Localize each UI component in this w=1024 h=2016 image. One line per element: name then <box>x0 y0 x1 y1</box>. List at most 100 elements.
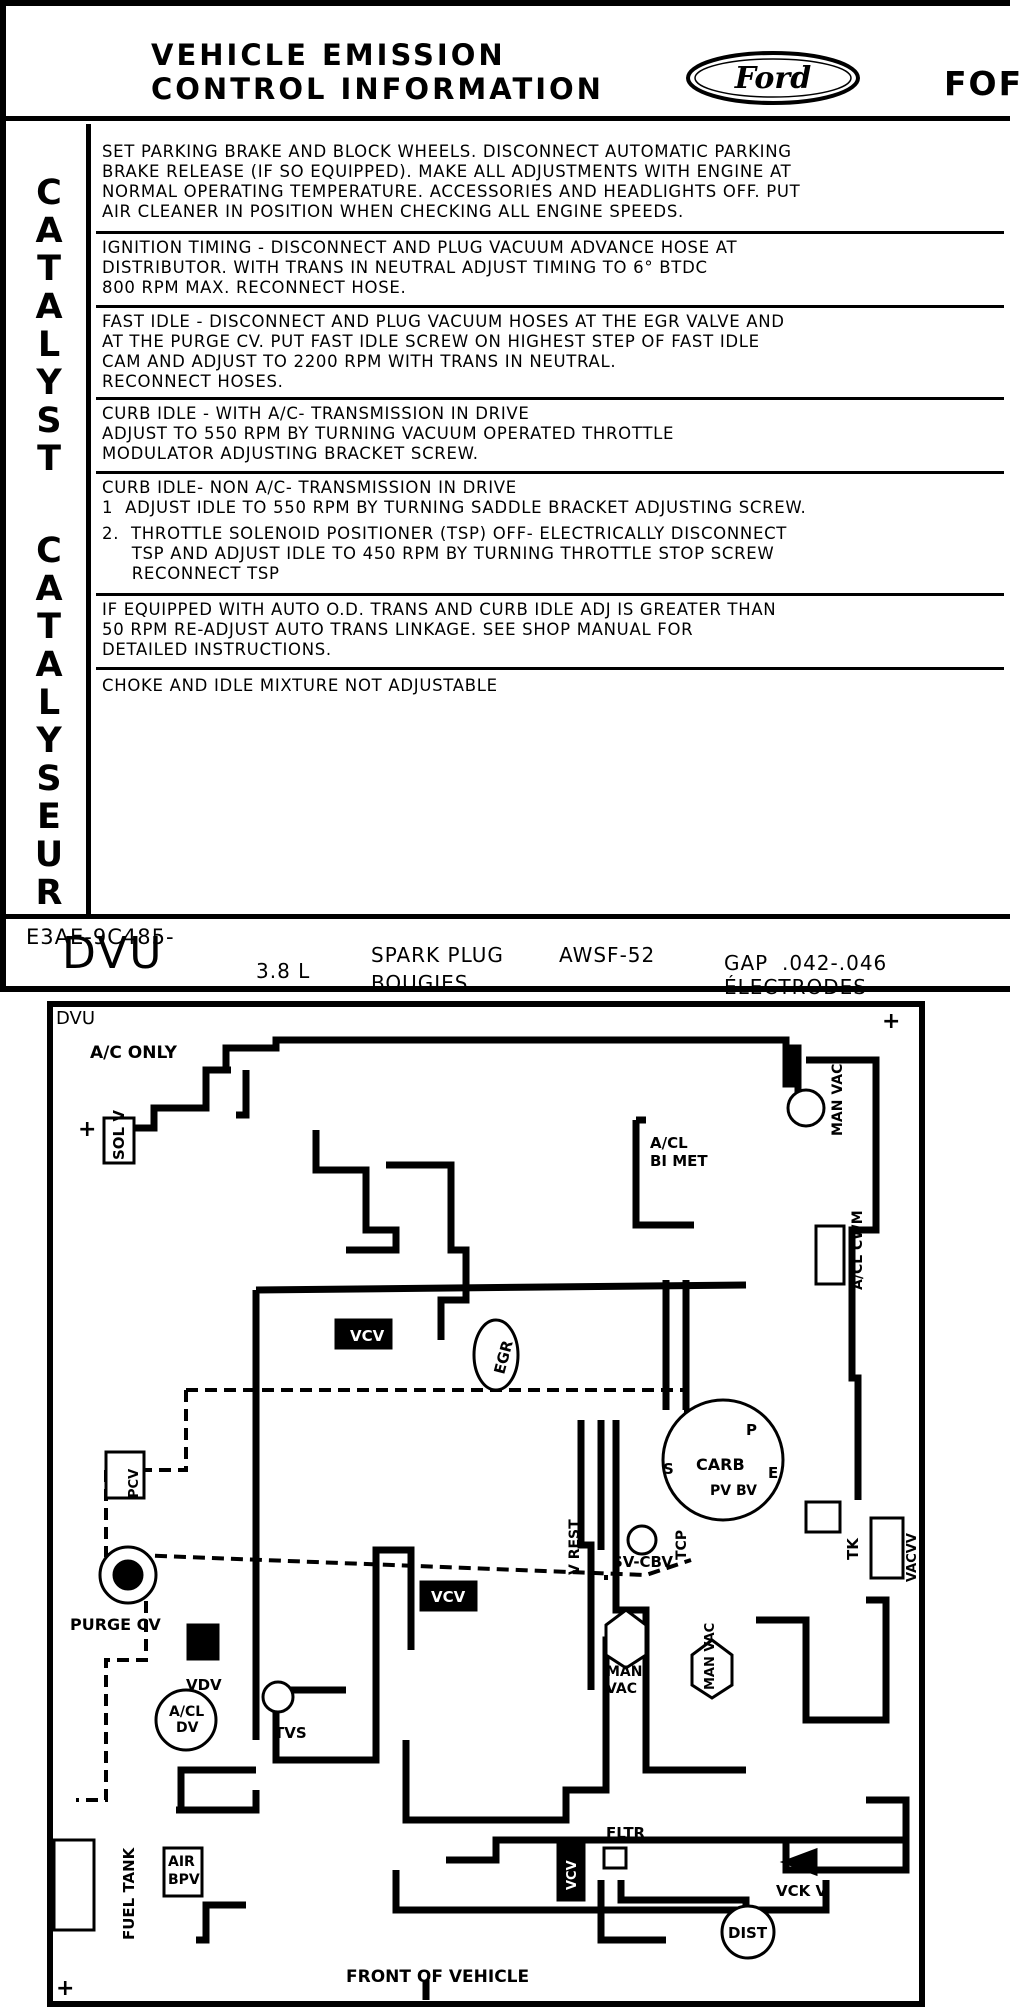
tcp-label: TCP <box>674 1530 690 1560</box>
title-line-2: CONTROL INFORMATION <box>151 72 604 106</box>
carb-bv-label: BV <box>736 1483 757 1499</box>
vcv-b-label: VCV <box>431 1588 466 1606</box>
side-letter: U <box>34 835 64 875</box>
pcv-valve <box>104 1450 146 1500</box>
decal-footer: E3AE-9C485- 3.8 L SPARK PLUG BOUGIES AWS… <box>6 914 1010 1003</box>
instruction-line: BRAKE RELEASE (IF SO EQUIPPED). MAKE ALL… <box>102 162 792 181</box>
instruction-line: TSP AND ADJUST IDLE TO 450 RPM BY TURNIN… <box>102 544 775 563</box>
carb-pv-label: PV <box>710 1483 731 1499</box>
decal-header: VEHICLE EMISSION CONTROL INFORMATION For… <box>6 6 1021 121</box>
side-letter: T <box>37 439 61 479</box>
vdv-label: VDV <box>186 1676 222 1694</box>
spark-plug-label-fr: BOUGIES <box>371 971 469 995</box>
acl-dv-valve <box>154 1688 218 1752</box>
components <box>52 1044 905 1960</box>
carb-p-label: P <box>746 1421 757 1439</box>
side-letter: A <box>35 287 63 327</box>
vckv-valve <box>779 1847 818 1877</box>
instruction-line: AT THE PURGE CV. PUT FAST IDLE SCREW ON … <box>102 332 760 351</box>
fltr-filter <box>602 1846 628 1870</box>
instruction-line: CURB IDLE - WITH A/C- TRANSMISSION IN DR… <box>102 404 530 423</box>
spark-plug-value: AWSF-52 <box>559 943 656 967</box>
man-vac-low-label-2: VAC <box>606 1681 637 1697</box>
acl-bimet-label-1: A/CL <box>650 1134 688 1152</box>
tvs-switch <box>261 1680 295 1714</box>
man-vac-mid-port <box>604 1608 648 1670</box>
instruction-curb-idle-non-ac: CURB IDLE- NON A/C- TRANSMISSION IN DRIV… <box>96 476 1004 596</box>
instruction-line: ADJUST TO 550 RPM BY TURNING VACUUM OPER… <box>102 424 675 443</box>
solv-label: SOL V <box>110 1110 128 1160</box>
diagram-labels: DVU A/C ONLY + + SOL V MAN VAC A/CL BI M… <box>56 1008 920 2001</box>
header-cut-text: FOF <box>944 64 1024 103</box>
instruction-line: AIR CLEANER IN POSITION WHEN CHECKING AL… <box>102 202 684 221</box>
vacuum-hose-diagram: DVU A/C ONLY + + SOL V MAN VAC A/CL BI M… <box>47 1001 925 2007</box>
vacuum-hoses <box>121 1036 910 2000</box>
instruction-line: DETAILED INSTRUCTIONS. <box>102 640 332 659</box>
side-letter: A <box>35 645 63 685</box>
diagram-border <box>47 1001 925 2007</box>
instruction-line: 2. THROTTLE SOLENOID POSITIONER (TSP) OF… <box>102 524 788 543</box>
instruction-line: CAM AND ADJUST TO 2200 RPM WITH TRANS IN… <box>102 352 617 371</box>
decal-title: VEHICLE EMISSION CONTROL INFORMATION <box>151 38 604 106</box>
ac-only-label: A/C ONLY <box>90 1043 178 1063</box>
acl-bimet-label-2: BI MET <box>650 1152 708 1170</box>
side-letter: Y <box>36 721 62 761</box>
instruction-fast-idle: FAST IDLE - DISCONNECT AND PLUG VACUUM H… <box>96 310 1004 400</box>
calibration-code: DVU <box>62 928 164 979</box>
purge-cv-core <box>112 1559 144 1591</box>
gap-value: .042-.046 <box>782 951 888 975</box>
plus-top-label: + <box>882 1009 900 1034</box>
side-letter: R <box>35 873 63 913</box>
instruction-line: MODULATOR ADJUSTING BRACKET SCREW. <box>102 444 479 463</box>
distributor <box>720 1904 776 1960</box>
acl-cwm-motor <box>814 1224 846 1286</box>
carburetor <box>661 1398 785 1522</box>
side-letter: C <box>36 531 62 571</box>
catalyst-side-label: C A T A L Y S T C A T A L Y S E U R <box>12 124 91 914</box>
instruction-auto-od: IF EQUIPPED WITH AUTO O.D. TRANS AND CUR… <box>96 598 1004 670</box>
side-letter: T <box>37 607 61 647</box>
instruction-ignition-timing: IGNITION TIMING - DISCONNECT AND PLUG VA… <box>96 236 1004 308</box>
fuel-tank-label: FUEL TANK <box>120 1846 138 1940</box>
egr-valve <box>472 1318 520 1392</box>
carb-label: CARB <box>696 1455 745 1474</box>
instruction-choke: CHOKE AND IDLE MIXTURE NOT ADJUSTABLE <box>96 674 1004 714</box>
vcv-c-label: VCV <box>565 1860 580 1890</box>
instruction-line: IGNITION TIMING - DISCONNECT AND PLUG VA… <box>102 238 738 257</box>
gap-label-fr: ÉLECTRODES <box>724 975 867 999</box>
instruction-line: 1 ADJUST IDLE TO 550 RPM BY TURNING SADD… <box>102 498 807 517</box>
vacvv-valve <box>869 1516 905 1580</box>
ford-logo: Ford <box>686 51 860 105</box>
air-bpv-valve <box>162 1846 204 1898</box>
v-rest-label: V REST <box>567 1519 583 1575</box>
side-letter: A <box>35 569 63 609</box>
side-letter: S <box>36 759 62 799</box>
emission-decal: VEHICLE EMISSION CONTROL INFORMATION For… <box>0 0 1021 999</box>
air-bpv-label-1: AIR <box>168 1854 195 1870</box>
carb-s-label: S <box>663 1460 674 1478</box>
side-letter: C <box>36 173 62 213</box>
vcv-c-valve <box>556 1838 586 1902</box>
instruction-line: SET PARKING BRAKE AND BLOCK WHEELS. DISC… <box>102 142 792 161</box>
acl-dv-label-1: A/CL <box>169 1704 204 1720</box>
instruction-line: 800 RPM MAX. RECONNECT HOSE. <box>102 278 407 297</box>
diagram-id-label: DVU <box>56 1008 95 1029</box>
side-letter: L <box>37 683 61 723</box>
vacvv-label: VACVV <box>905 1533 920 1582</box>
side-letter: T <box>37 249 61 289</box>
instruction-curb-idle-ac: CURB IDLE - WITH A/C- TRANSMISSION IN DR… <box>96 402 1004 474</box>
plus-solv-label: + <box>78 1117 96 1142</box>
instruction-line: IF EQUIPPED WITH AUTO O.D. TRANS AND CUR… <box>102 600 777 619</box>
part-number: E3AE-9C485- <box>26 925 175 949</box>
acl-dv-label-2: DV <box>176 1720 199 1736</box>
instruction-line: CHOKE AND IDLE MIXTURE NOT ADJUSTABLE <box>102 676 498 695</box>
tvs-label: TVS <box>274 1724 307 1742</box>
man-vac-top-fitting <box>782 1044 802 1088</box>
instruction-general: SET PARKING BRAKE AND BLOCK WHEELS. DISC… <box>96 140 1004 234</box>
side-letter: E <box>37 797 61 837</box>
dist-label: DIST <box>728 1924 768 1942</box>
vdv-valve <box>186 1623 220 1661</box>
pcv-label: PCV <box>127 1469 142 1498</box>
instruction-line: DISTRIBUTOR. WITH TRANS IN NEUTRAL ADJUS… <box>102 258 708 277</box>
spark-plug-label: SPARK PLUG <box>371 943 504 967</box>
